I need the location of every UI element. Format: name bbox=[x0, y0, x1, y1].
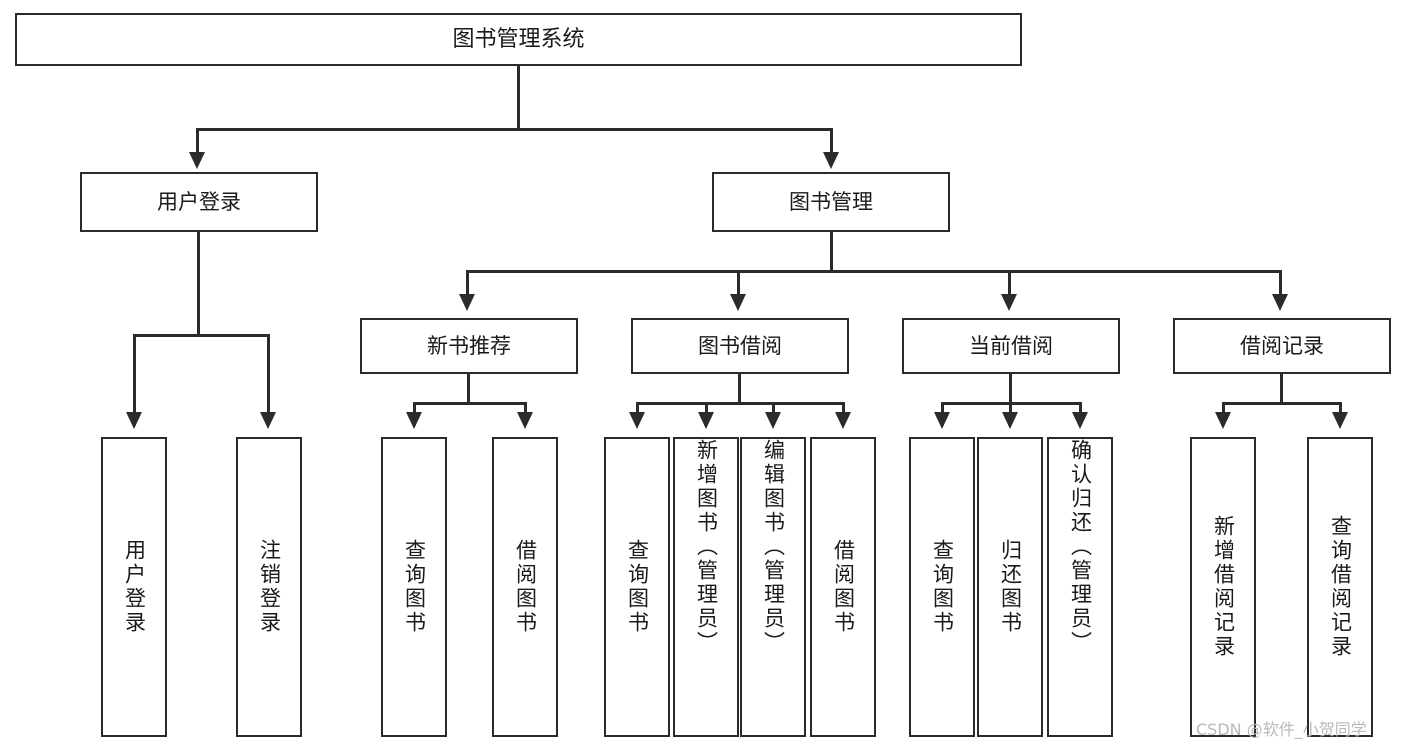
arrowhead-borrow-record bbox=[1272, 294, 1288, 311]
arrowhead-leaf-query-book-3 bbox=[934, 412, 950, 429]
connector-book-manage-bar bbox=[466, 270, 1279, 273]
arrowhead-leaf-return-book bbox=[1002, 412, 1018, 429]
connector-borrow-record-bar bbox=[1222, 402, 1342, 405]
connector-new-book-recommend-bar bbox=[413, 402, 527, 405]
arrowhead-leaf-confirm-return bbox=[1072, 412, 1088, 429]
connector-to-borrow-record bbox=[1279, 270, 1282, 298]
arrowhead-leaf-add-record bbox=[1215, 412, 1231, 429]
arrowhead-leaf-query-book-2 bbox=[629, 412, 645, 429]
node-leaf-confirm-return[interactable]: 确认归还（管理员） bbox=[1047, 437, 1113, 737]
node-label: 新书推荐 bbox=[427, 333, 511, 358]
arrowhead-user-login bbox=[189, 152, 205, 169]
connector-current-borrow-stem bbox=[1009, 374, 1012, 404]
node-leaf-borrow-book-1[interactable]: 借阅图书 bbox=[492, 437, 558, 737]
node-book-borrow[interactable]: 图书借阅 bbox=[631, 318, 849, 374]
connector-user-login-stem bbox=[197, 232, 200, 336]
connector-to-book-borrow bbox=[737, 270, 740, 298]
arrowhead-new-book-recommend bbox=[459, 294, 475, 311]
node-label: 用户登录 bbox=[157, 189, 241, 214]
connector-new-book-recommend-stem bbox=[467, 374, 470, 404]
arrowhead-leaf-logout-login bbox=[260, 412, 276, 429]
connector-current-borrow-drop-3 bbox=[1079, 402, 1082, 416]
node-label: 查询图书 bbox=[402, 539, 427, 635]
node-leaf-add-record[interactable]: 新增借阅记录 bbox=[1190, 437, 1256, 737]
node-user-login[interactable]: 用户登录 bbox=[80, 172, 318, 232]
node-leaf-edit-book[interactable]: 编辑图书（管理员） bbox=[740, 437, 806, 737]
node-current-borrow[interactable]: 当前借阅 bbox=[902, 318, 1120, 374]
node-label: 确认归还（管理员） bbox=[1068, 439, 1093, 655]
connector-book-borrow-drop-3 bbox=[772, 402, 775, 416]
node-leaf-return-book[interactable]: 归还图书 bbox=[977, 437, 1043, 737]
connector-user-login-bar bbox=[133, 334, 270, 337]
connector-to-new-book-recommend bbox=[466, 270, 469, 298]
connector-book-manage-stem bbox=[830, 232, 833, 272]
node-label: 注销登录 bbox=[257, 539, 282, 635]
node-new-book-recommend[interactable]: 新书推荐 bbox=[360, 318, 578, 374]
arrowhead-leaf-query-record bbox=[1332, 412, 1348, 429]
connector-book-borrow-drop-2 bbox=[705, 402, 708, 416]
connector-current-borrow-drop-1 bbox=[941, 402, 944, 416]
connector-root-to-user-login bbox=[196, 128, 199, 156]
connector-book-borrow-drop-4 bbox=[842, 402, 845, 416]
node-root-book-management-system[interactable]: 图书管理系统 bbox=[15, 13, 1022, 66]
node-label: 借阅记录 bbox=[1240, 333, 1324, 358]
connector-to-current-borrow bbox=[1008, 270, 1011, 298]
arrowhead-leaf-borrow-book-1 bbox=[517, 412, 533, 429]
node-leaf-query-book-1[interactable]: 查询图书 bbox=[381, 437, 447, 737]
node-borrow-record[interactable]: 借阅记录 bbox=[1173, 318, 1391, 374]
node-label: 新增图书（管理员） bbox=[694, 439, 719, 655]
node-book-manage[interactable]: 图书管理 bbox=[712, 172, 950, 232]
arrowhead-book-manage bbox=[823, 152, 839, 169]
connector-new-book-recommend-left-drop bbox=[413, 402, 416, 416]
node-leaf-user-login[interactable]: 用户登录 bbox=[101, 437, 167, 737]
node-label: 编辑图书（管理员） bbox=[761, 439, 786, 655]
arrowhead-leaf-borrow-book-2 bbox=[835, 412, 851, 429]
node-label: 借阅图书 bbox=[513, 539, 538, 635]
connector-borrow-record-stem bbox=[1280, 374, 1283, 404]
connector-root-stem bbox=[517, 66, 520, 130]
connector-book-borrow-drop-1 bbox=[636, 402, 639, 416]
arrowhead-leaf-user-login bbox=[126, 412, 142, 429]
node-leaf-borrow-book-2[interactable]: 借阅图书 bbox=[810, 437, 876, 737]
node-label: 用户登录 bbox=[122, 539, 147, 635]
connector-borrow-record-right-drop bbox=[1339, 402, 1342, 416]
node-leaf-logout-login[interactable]: 注销登录 bbox=[236, 437, 302, 737]
arrowhead-current-borrow bbox=[1001, 294, 1017, 311]
node-leaf-add-book[interactable]: 新增图书（管理员） bbox=[673, 437, 739, 737]
arrowhead-leaf-add-book bbox=[698, 412, 714, 429]
node-label: 查询借阅记录 bbox=[1328, 515, 1353, 659]
node-label: 查询图书 bbox=[930, 539, 955, 635]
node-label: 图书管理 bbox=[789, 189, 873, 214]
connector-book-borrow-stem bbox=[738, 374, 741, 404]
node-label: 图书管理系统 bbox=[452, 26, 585, 52]
node-leaf-query-book-2[interactable]: 查询图书 bbox=[604, 437, 670, 737]
connector-current-borrow-drop-2 bbox=[1009, 402, 1012, 416]
node-label: 新增借阅记录 bbox=[1211, 515, 1236, 659]
connector-book-borrow-bar bbox=[636, 402, 845, 405]
node-leaf-query-book-3[interactable]: 查询图书 bbox=[909, 437, 975, 737]
arrowhead-leaf-edit-book bbox=[765, 412, 781, 429]
connector-root-to-book-manage bbox=[830, 128, 833, 156]
connector-new-book-recommend-right-drop bbox=[524, 402, 527, 416]
connector-user-login-right-drop bbox=[267, 334, 270, 416]
node-leaf-query-record[interactable]: 查询借阅记录 bbox=[1307, 437, 1373, 737]
connector-user-login-left-drop bbox=[133, 334, 136, 416]
node-label: 查询图书 bbox=[625, 539, 650, 635]
connector-borrow-record-left-drop bbox=[1222, 402, 1225, 416]
node-label: 当前借阅 bbox=[969, 333, 1053, 358]
node-label: 归还图书 bbox=[998, 539, 1023, 635]
connector-root-bar bbox=[196, 128, 833, 131]
arrowhead-book-borrow bbox=[730, 294, 746, 311]
node-label: 图书借阅 bbox=[698, 333, 782, 358]
node-label: 借阅图书 bbox=[831, 539, 856, 635]
arrowhead-leaf-query-book-1 bbox=[406, 412, 422, 429]
